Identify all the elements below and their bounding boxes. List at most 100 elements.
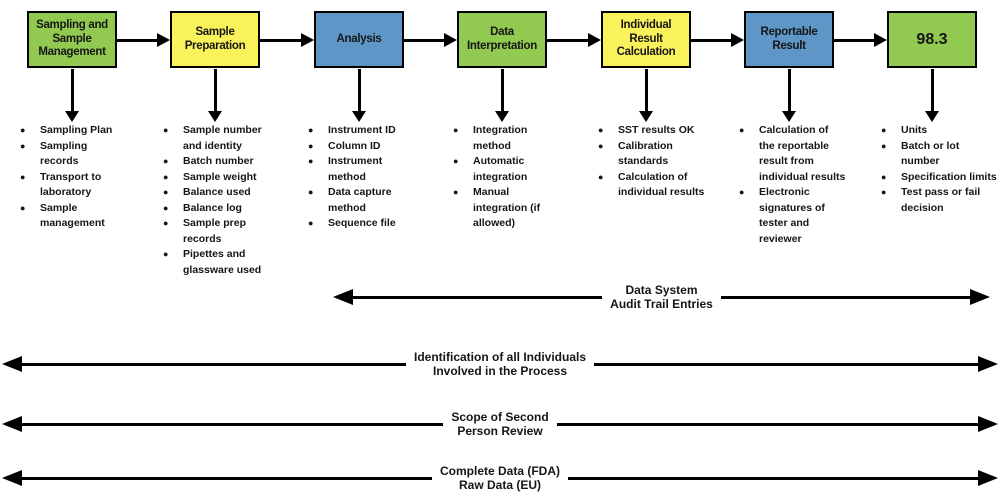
bullet-icon: ●: [20, 171, 26, 182]
arrow-right-icon: [970, 289, 990, 305]
list-item: ●Test pass or fail decision: [881, 185, 999, 216]
bullet-icon: ●: [739, 125, 745, 135]
bullet-icon: ●: [163, 249, 169, 259]
arrow-down-icon: [208, 69, 222, 122]
bullet-icon: ●: [453, 156, 459, 166]
bullet-list-data-interpretation: ●Integration method ●Automatic integrati…: [453, 123, 561, 232]
list-item: ●Integration method: [453, 123, 561, 154]
arrow-right-icon: [547, 33, 601, 47]
bullet-icon: ●: [598, 125, 604, 135]
bullet-icon: ●: [163, 187, 169, 197]
arrow-down-icon: [352, 69, 366, 122]
list-item: ●Manual integration (if allowed): [453, 185, 561, 232]
bullet-icon: ●: [739, 187, 745, 197]
arrow-down-icon: [495, 69, 509, 122]
arrow-left-icon: [2, 356, 22, 372]
arrow-right-icon: [117, 33, 170, 47]
arrow-left-icon: [333, 289, 353, 305]
flow-box-analysis: Analysis: [314, 11, 404, 68]
list-item: ●Sample management: [20, 201, 128, 232]
arrow-right-icon: [978, 470, 999, 486]
list-item: ●Automatic integration: [453, 154, 561, 185]
span-label: Complete Data (FDA) Raw Data (EU): [440, 464, 561, 492]
list-item: ●Data capture method: [308, 185, 416, 216]
span-arrow-identification-individuals: Identification of all Individuals Involv…: [2, 346, 999, 382]
list-item: ●Balance log: [163, 201, 271, 217]
flow-box-individual-result: Individual Result Calculation: [601, 11, 691, 68]
span-arrow-complete-raw-data: Complete Data (FDA) Raw Data (EU): [2, 460, 999, 496]
box-label: Sampling and Sample Management: [36, 19, 108, 59]
span-arrow-second-person-review: Scope of Second Person Review: [2, 406, 999, 442]
bullet-icon: ●: [20, 140, 26, 151]
list-item: ●Instrument method: [308, 154, 416, 185]
list-item: ●Instrument ID: [308, 123, 416, 139]
arrow-right-icon: [834, 33, 887, 47]
arrow-left-icon: [2, 470, 22, 486]
list-item: ●Balance used: [163, 185, 271, 201]
bullet-icon: ●: [308, 218, 314, 228]
list-item: ●Calibration standards: [598, 139, 706, 170]
list-item: ●Transport to laboratory: [20, 170, 128, 201]
bullet-icon: ●: [308, 140, 314, 151]
bullet-icon: ●: [163, 171, 169, 182]
box-label: Sample Preparation: [184, 26, 246, 52]
flow-box-reportable-result: Reportable Result: [744, 11, 834, 68]
box-label: Reportable Result: [760, 26, 818, 52]
list-item: ●SST results OK: [598, 123, 706, 139]
bullet-icon: ●: [308, 156, 314, 166]
list-item: ●Pipettes and glassware used: [163, 247, 271, 278]
list-item: ●Column ID: [308, 139, 416, 155]
bullet-icon: ●: [20, 125, 26, 135]
list-item: ●Sample weight: [163, 170, 271, 186]
list-item: ●Sample prep records: [163, 216, 271, 247]
bullet-list-individual-result: ●SST results OK ●Calibration standards ●…: [598, 123, 706, 201]
arrow-right-icon: [691, 33, 744, 47]
bullet-icon: ●: [881, 171, 887, 182]
list-item: ●Calculation of individual results: [598, 170, 706, 201]
flow-box-data-interpretation: Data Interpretation: [457, 11, 547, 68]
list-item: ●Specification limits: [881, 170, 999, 186]
bullet-list-final-result: ●Units ●Batch or lot number ●Specificati…: [881, 123, 999, 216]
box-label: 98.3: [916, 30, 948, 48]
arrow-right-icon: [404, 33, 457, 47]
bullet-list-sampling-management: ●Sampling Plan ●Sampling records ●Transp…: [20, 123, 128, 232]
list-item: ●Batch number: [163, 154, 271, 170]
flow-box-sample-preparation: Sample Preparation: [170, 11, 260, 68]
bullet-icon: ●: [453, 187, 459, 197]
bullet-icon: ●: [881, 187, 887, 197]
bullet-icon: ●: [881, 140, 887, 151]
box-label: Data Interpretation: [467, 26, 537, 52]
bullet-icon: ●: [598, 140, 604, 151]
box-label: Analysis: [336, 32, 382, 45]
bullet-icon: ●: [598, 171, 604, 182]
bullet-list-reportable-result: ●Calculation of the reportable result fr…: [739, 123, 847, 247]
bullet-icon: ●: [308, 187, 314, 197]
bullet-icon: ●: [20, 202, 26, 213]
list-item: ●Units: [881, 123, 999, 139]
list-item: ●Batch or lot number: [881, 139, 999, 170]
flow-box-sampling-management: Sampling and Sample Management: [27, 11, 117, 68]
bullet-list-analysis: ●Instrument ID ●Column ID ●Instrument me…: [308, 123, 416, 232]
bullet-icon: ●: [163, 125, 169, 135]
arrow-down-icon: [639, 69, 653, 122]
arrow-down-icon: [782, 69, 796, 122]
list-item: ●Calculation of the reportable result fr…: [739, 123, 847, 185]
list-item: ●Sampling Plan: [20, 123, 128, 139]
span-label: Identification of all Individuals Involv…: [414, 350, 587, 378]
span-arrow-data-system-audit-trail: Data System Audit Trail Entries: [333, 279, 990, 315]
arrow-left-icon: [2, 416, 22, 432]
bullet-icon: ●: [163, 218, 169, 228]
arrow-down-icon: [65, 69, 79, 122]
flow-box-final-result: 98.3: [887, 11, 977, 68]
bullet-icon: ●: [163, 156, 169, 166]
list-item: ●Electronic signatures of tester and rev…: [739, 185, 847, 247]
arrow-right-icon: [978, 356, 999, 372]
span-label: Scope of Second Person Review: [451, 410, 549, 438]
box-label: Individual Result Calculation: [616, 19, 676, 59]
arrow-right-icon: [260, 33, 314, 47]
arrow-right-icon: [978, 416, 999, 432]
list-item: ●Sample number and identity: [163, 123, 271, 154]
bullet-icon: ●: [453, 125, 459, 135]
bullet-icon: ●: [308, 125, 314, 135]
